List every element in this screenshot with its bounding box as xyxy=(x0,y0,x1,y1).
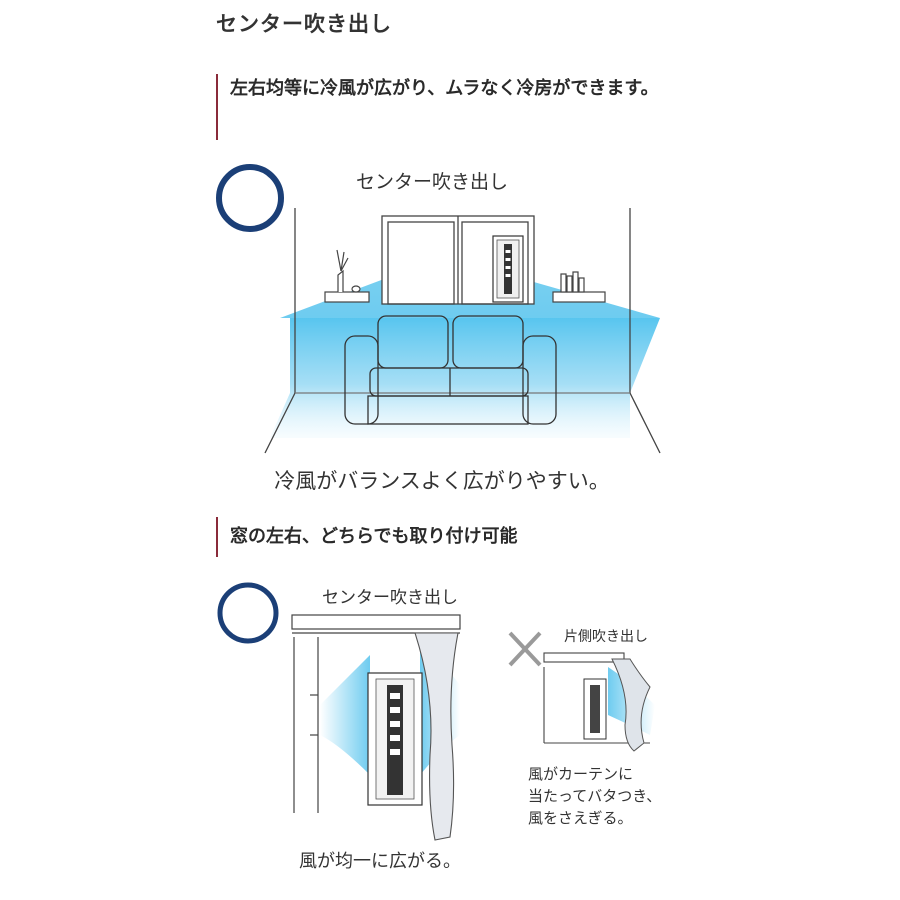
bad-cross-mark xyxy=(508,631,542,667)
right-shelf-books-icon xyxy=(552,271,606,303)
cool-air-area xyxy=(270,318,660,438)
side-outlet-label: 片側吹き出し xyxy=(564,629,648,645)
diagram-caption: 冷風がバランスよく広がりやすい。 xyxy=(274,469,610,493)
sofa-icon xyxy=(344,315,557,425)
curtain-center xyxy=(414,632,459,841)
center-outlet-label: センター吹き出し xyxy=(322,588,458,608)
good-circle-mark xyxy=(216,164,284,232)
window-air-conditioner-icon-3 xyxy=(583,678,607,740)
good-circle-mark-2 xyxy=(217,582,279,644)
page-title: センター吹き出し xyxy=(216,11,392,36)
window-air-conditioner-icon-2 xyxy=(367,672,423,806)
center-vs-side-airflow-diagram: センター吹き出し 風が均一に広がる。 片側吹き出し xyxy=(217,582,661,872)
side-outlet-caption-line-3: 風をさえぎる。 xyxy=(528,809,633,827)
section-heading-even-cooling: 左右均等に冷風が広がり、ムラなく冷房ができます。 xyxy=(216,74,670,140)
window-air-conditioner-icon xyxy=(492,235,524,303)
room-walls xyxy=(264,208,661,454)
center-airflow-room-diagram: センター吹き出し xyxy=(216,164,661,493)
side-outlet-caption-line-2: 当たってバタつき、 xyxy=(528,787,661,805)
diagram-label: センター吹き出し xyxy=(356,171,508,193)
center-outlet-caption: 風が均一に広がる。 xyxy=(299,851,461,872)
section-heading-either-side: 窓の左右、どちらでも取り付け可能 xyxy=(216,517,670,557)
wind-left xyxy=(320,655,370,775)
left-shelf-vase-icon xyxy=(324,249,370,303)
side-outlet-caption-line-1: 風がカーテンに xyxy=(528,765,633,783)
curtain-side xyxy=(611,658,651,752)
